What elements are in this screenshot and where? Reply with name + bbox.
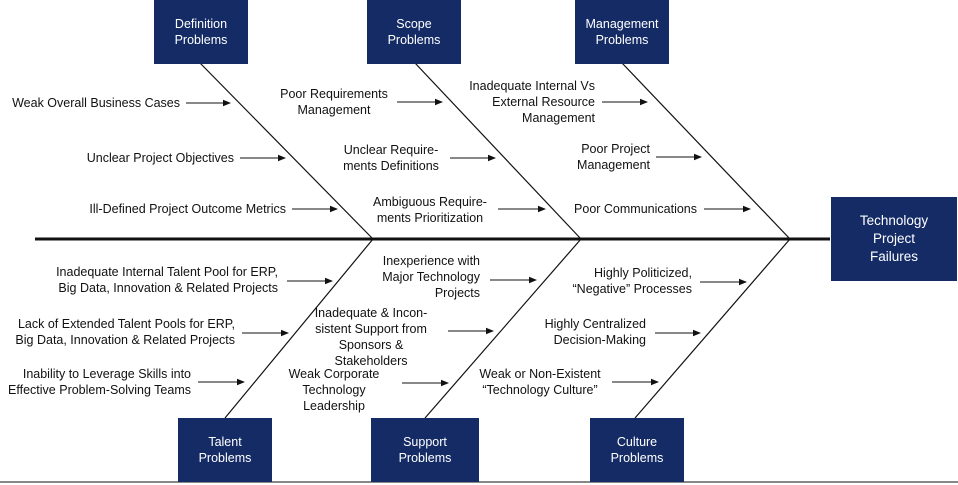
rib-scope — [414, 62, 582, 240]
cause-support-3: Weak Corporate Technology Leadership — [288, 367, 380, 413]
cause-definition-3: Ill-Defined Project Outcome Metrics — [89, 202, 286, 216]
cause-scope-2: Unclear Require- ments Definitions — [343, 143, 439, 173]
cause-definition-1: Weak Overall Business Cases — [12, 96, 180, 110]
cause-support-1: Inexperience with Major Technology Proje… — [382, 254, 480, 300]
category-box-support: Support Problems — [371, 418, 479, 482]
cause-management-3: Poor Communications — [574, 202, 697, 216]
cause-definition-2: Unclear Project Objectives — [86, 151, 234, 165]
rib-definition — [199, 62, 374, 240]
effect-box: Technology Project Failures — [831, 197, 957, 281]
cause-management-1: Inadequate Internal Vs External Resource… — [469, 79, 595, 125]
rib-support — [424, 238, 582, 419]
category-box-scope: Scope Problems — [367, 0, 461, 64]
category-box-talent: Talent Problems — [178, 418, 272, 482]
cause-talent-1: Inadequate Internal Talent Pool for ERP,… — [56, 265, 278, 295]
category-box-management: Management Problems — [575, 0, 669, 64]
cause-culture-2: Highly Centralized Decision-Making — [544, 317, 646, 347]
cause-scope-1: Poor Requirements Management — [280, 87, 388, 117]
cause-support-2: Inadequate & Incon- sistent Support from… — [314, 306, 428, 368]
cause-talent-2: Lack of Extended Talent Pools for ERP, B… — [15, 317, 235, 347]
rib-talent — [224, 238, 374, 419]
category-box-definition: Definition Problems — [154, 0, 248, 64]
rib-culture — [634, 238, 791, 419]
cause-culture-3: Weak or Non-Existent “Technology Culture… — [479, 367, 601, 397]
cause-management-2: Poor Project Management — [577, 142, 650, 172]
category-box-culture: Culture Problems — [590, 418, 684, 482]
rib-management — [621, 62, 791, 240]
cause-culture-1: Highly Politicized, “Negative” Processes — [572, 266, 693, 296]
cause-scope-3: Ambiguous Require- ments Prioritization — [373, 195, 487, 225]
cause-talent-3: Inability to Leverage Skills into Effect… — [8, 367, 191, 397]
